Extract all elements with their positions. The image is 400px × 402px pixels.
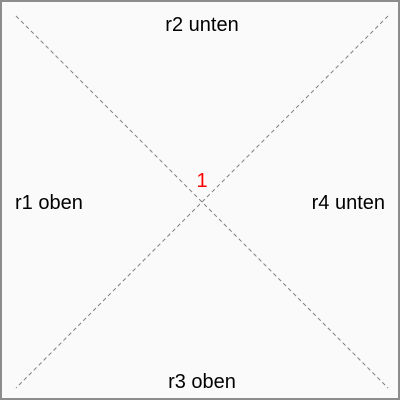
diagonal-line-top-left-to-bottom-right — [15, 15, 389, 389]
center-marker-label: 1 — [196, 170, 208, 192]
region-label-left: r1 oben — [15, 192, 83, 214]
region-label-bottom: r3 oben — [168, 371, 236, 393]
region-label-top: r2 unten — [165, 14, 239, 36]
region-label-right: r4 unten — [311, 192, 385, 214]
diagonal-line-top-right-to-bottom-left — [15, 15, 389, 389]
